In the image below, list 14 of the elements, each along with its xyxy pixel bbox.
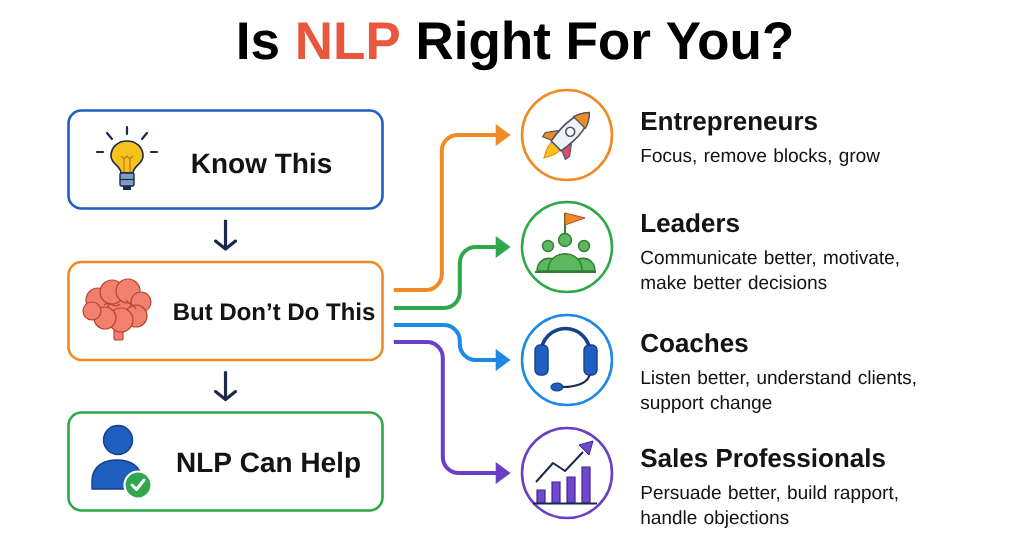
process-box: But Don’t Do This <box>67 260 384 362</box>
title: Is NLP Right For You? <box>239 20 792 71</box>
description: Communicate better, motivate, make better decisions <box>641 250 899 290</box>
heading: Leaders <box>642 213 739 233</box>
description: Persuade better, build rapport, handle objections <box>641 485 898 528</box>
process-box: NLP Can Help <box>67 411 384 512</box>
process-box: Know This <box>67 109 384 210</box>
heading: Sales Professionals <box>641 448 885 468</box>
heading: Entrepreneurs <box>642 112 817 136</box>
description: Listen better, understand clients, support change <box>640 370 916 413</box>
arrow <box>213 219 238 251</box>
description: Focus, remove blocks, grow <box>641 148 880 166</box>
heading: Coaches <box>641 333 748 353</box>
arrow <box>213 371 238 402</box>
